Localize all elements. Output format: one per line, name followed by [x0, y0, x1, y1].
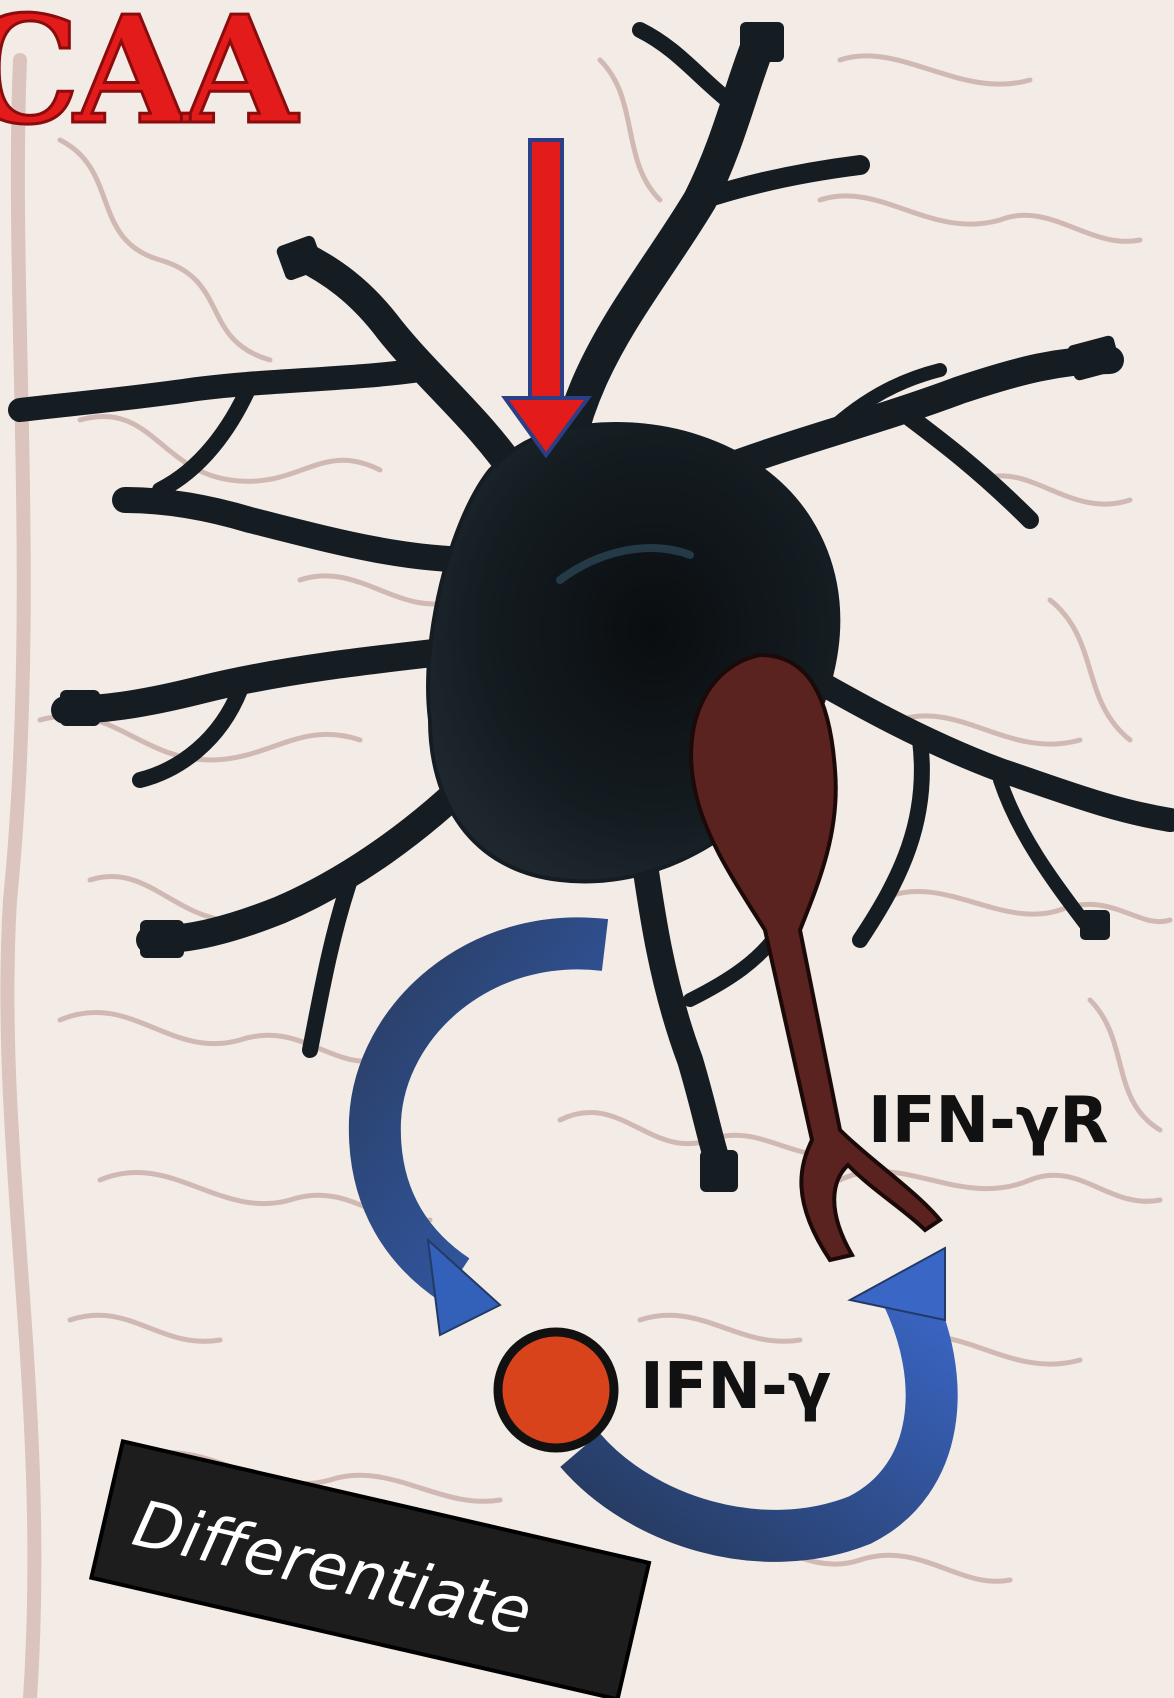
caa-title: CAA: [0, 0, 300, 157]
ifn-gamma-dot: [498, 1332, 614, 1448]
ifn-gamma-label: IFN-γ: [640, 1350, 831, 1424]
ifn-gamma-receptor-label: IFN-γR: [868, 1084, 1109, 1158]
caa-title-text: CAA: [0, 0, 300, 157]
